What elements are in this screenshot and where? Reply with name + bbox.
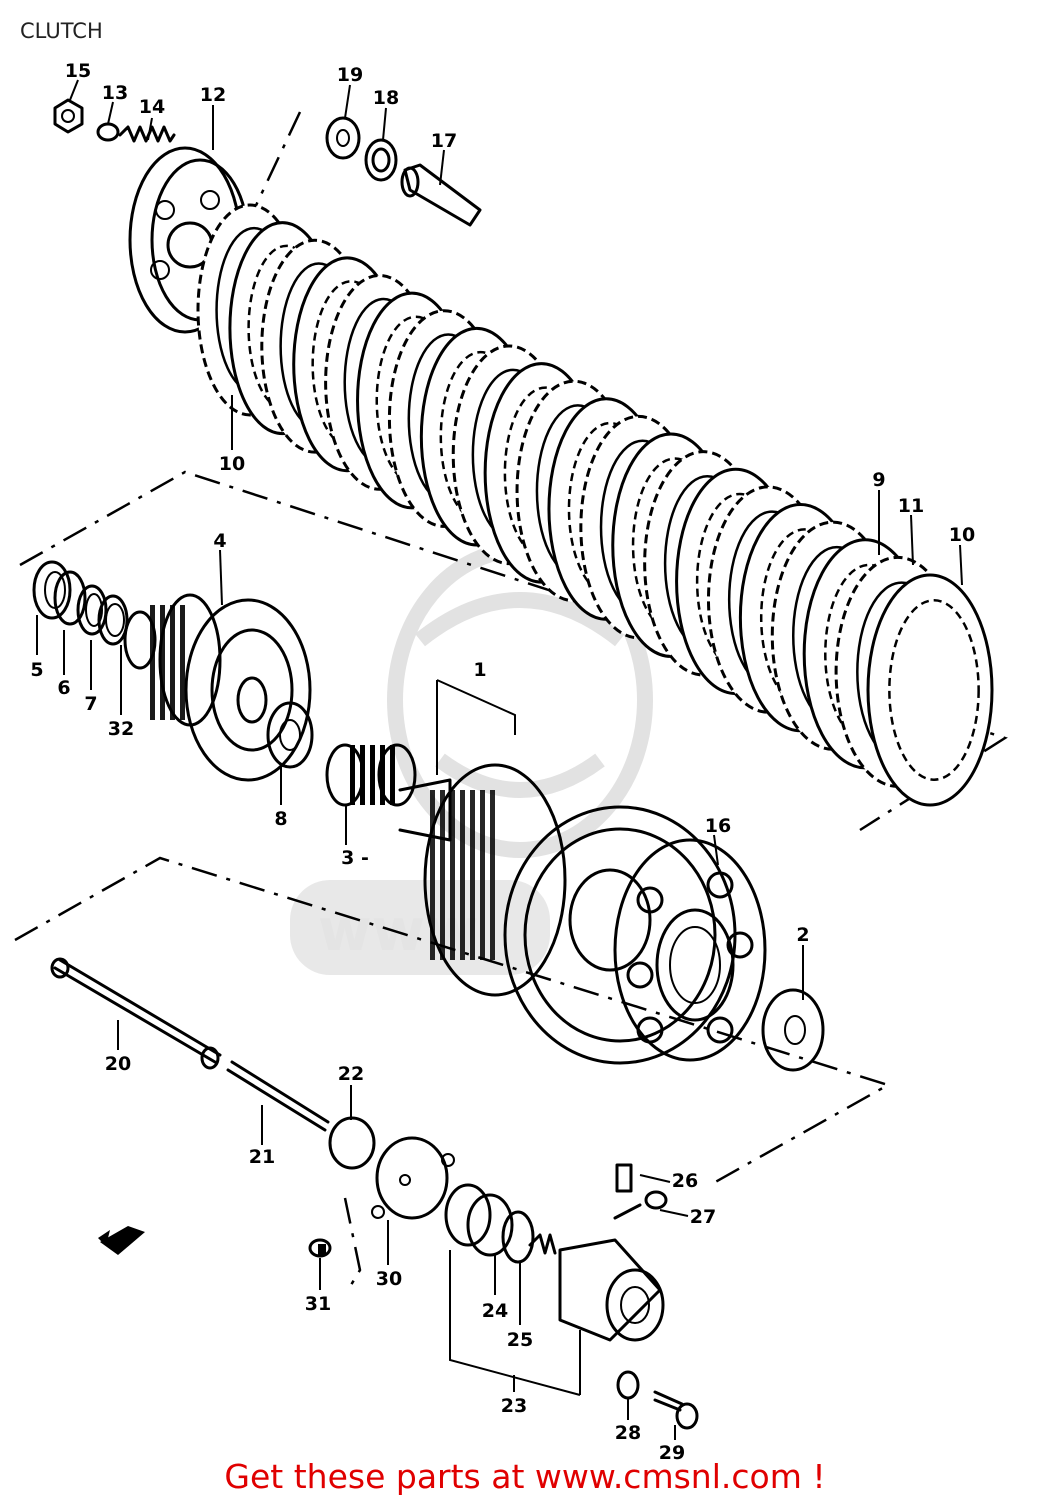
part-16-damper-gear [613, 838, 767, 1062]
callout-2: 2 [796, 924, 809, 946]
callout-18: 18 [373, 87, 399, 109]
part-28-pin [616, 1370, 640, 1400]
callout-28: 28 [615, 1422, 641, 1444]
part-22-cam [328, 1116, 376, 1170]
part-27-cap [613, 1190, 668, 1220]
callout-21: 21 [249, 1146, 275, 1168]
callout-6: 6 [57, 677, 70, 699]
callout-22: 22 [338, 1063, 364, 1085]
callout-19: 19 [337, 64, 363, 86]
part-4-sleeve-hub [148, 593, 312, 782]
part-7-washer [76, 584, 108, 636]
page-title: CLUTCH [20, 19, 103, 43]
footer-promo-text[interactable]: Get these parts at www.cmsnl.com ! [224, 1457, 825, 1496]
part-26-bleeder [615, 1163, 633, 1193]
callout-24: 24 [482, 1300, 508, 1322]
callout-7: 7 [84, 693, 97, 715]
callout-3: 3 - [341, 847, 369, 869]
part-31-screw [308, 1238, 332, 1258]
callout-12: 12 [200, 84, 226, 106]
part-15-nut [53, 98, 84, 134]
part-21-pushrod [226, 1060, 330, 1132]
callout-23: 23 [501, 1395, 527, 1417]
part-24-bearing [444, 1183, 514, 1257]
part-25-spring [501, 1210, 557, 1264]
part-19-washer [325, 116, 361, 160]
callout-29: 29 [659, 1442, 685, 1464]
part-23-release-body [558, 1238, 665, 1342]
callout-20: 20 [105, 1053, 131, 1075]
drive-plate [866, 573, 994, 807]
callout-25: 25 [507, 1329, 533, 1351]
callout-26: 26 [672, 1170, 698, 1192]
callout-1: 1 [473, 659, 486, 681]
callout-15: 15 [65, 60, 91, 82]
callout-13: 13 [102, 82, 128, 104]
callout-30: 30 [376, 1268, 402, 1290]
part-30-plate [371, 1136, 455, 1220]
front-arrow-icon [98, 1226, 145, 1255]
part-5-circlip [32, 560, 72, 620]
callout-31: 31 [305, 1293, 331, 1315]
callout-14: 14 [139, 96, 165, 118]
callout-labels: 15 13 14 12 19 18 17 10 9 11 10 4 5 6 7 … [30, 60, 975, 1464]
callout-4: 4 [213, 530, 226, 552]
callout-32: 32 [108, 718, 134, 740]
part-8-thrust-washer [266, 701, 314, 769]
callout-27: 27 [690, 1206, 716, 1228]
part-13-spacer [96, 122, 120, 142]
part-6-washer [53, 570, 87, 626]
callout-9: 9 [872, 469, 885, 491]
callout-16: 16 [705, 815, 731, 837]
part-14-spring [118, 125, 176, 143]
part-32-washer [97, 594, 129, 646]
callout-11: 11 [898, 495, 924, 517]
part-1-clutch-housing [423, 763, 737, 1065]
part-2-thrust-washer [761, 988, 825, 1072]
leader-lines [36, 79, 963, 1440]
part-18-seal [364, 138, 398, 182]
part-29-bolt [653, 1390, 699, 1430]
part-20-pushrod [50, 957, 222, 1070]
callout-10-right: 10 [949, 524, 975, 546]
clutch-plate-stack [196, 203, 994, 807]
part-17-pushrod [400, 163, 482, 227]
callout-10-left: 10 [219, 453, 245, 475]
callout-17: 17 [431, 130, 457, 152]
callout-5: 5 [30, 659, 43, 681]
callout-8: 8 [274, 808, 287, 830]
